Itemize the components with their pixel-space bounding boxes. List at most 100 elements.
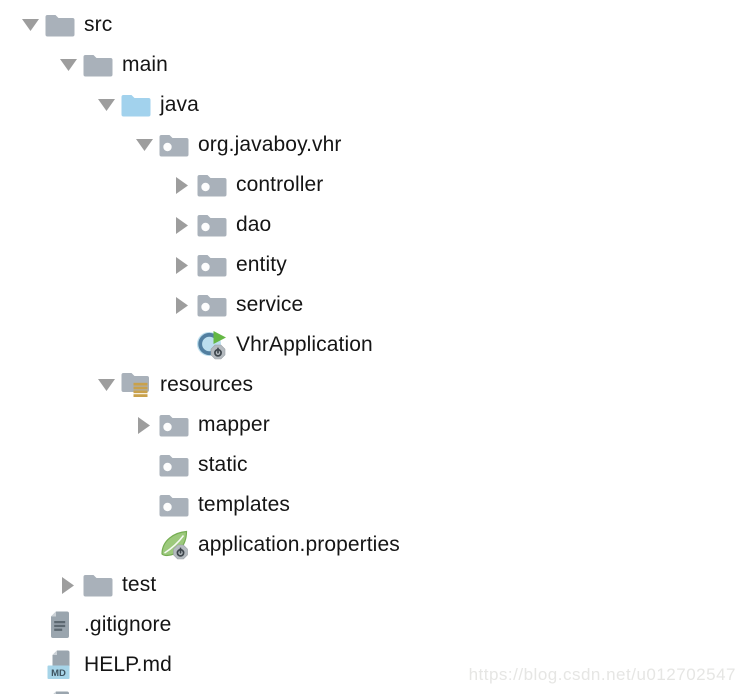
tree-item-help-md[interactable]: MD HELP.md xyxy=(0,645,748,685)
icon-box xyxy=(196,289,228,321)
java-source-folder-icon xyxy=(121,95,151,117)
tree-item-label: static xyxy=(198,453,248,476)
arrow-box[interactable] xyxy=(168,285,196,325)
tree-item-label: templates xyxy=(198,493,290,516)
package-icon xyxy=(159,415,189,437)
tree-item-org-javaboy-vhr[interactable]: org.javaboy.vhr xyxy=(0,125,748,165)
disclosure-expanded-icon[interactable] xyxy=(97,99,115,111)
tree-item-label: java xyxy=(160,93,199,116)
tree-item-resources[interactable]: resources xyxy=(0,365,748,405)
tree-item-label: service xyxy=(236,293,304,316)
icon-box xyxy=(196,209,228,241)
arrow-box[interactable] xyxy=(92,85,120,125)
folder-icon xyxy=(83,55,113,77)
icon-box xyxy=(158,409,190,441)
icon-box xyxy=(82,569,114,601)
icon-box xyxy=(44,609,76,641)
tree-item-java[interactable]: java xyxy=(0,85,748,125)
tree-item-gitignore[interactable]: .gitignore xyxy=(0,605,748,645)
tree-item-label: org.javaboy.vhr xyxy=(198,133,342,156)
tree-item-dao[interactable]: dao xyxy=(0,205,748,245)
tree-item-label: dao xyxy=(236,213,272,236)
tree-item-src[interactable]: src xyxy=(0,5,748,45)
package-icon xyxy=(197,255,227,277)
tree-item-service[interactable]: service xyxy=(0,285,748,325)
text-file-icon xyxy=(51,611,69,638)
disclosure-collapsed-icon[interactable] xyxy=(138,416,150,434)
disclosure-collapsed-icon[interactable] xyxy=(176,256,188,274)
folder-icon xyxy=(45,15,75,37)
icon-box xyxy=(158,449,190,481)
text-file-icon xyxy=(53,691,69,694)
arrow-box xyxy=(16,645,44,685)
icon-box: MD xyxy=(44,649,76,681)
svg-text:MD: MD xyxy=(51,668,66,679)
icon-box xyxy=(196,329,228,361)
tree-item-label: VhrApplication xyxy=(236,333,373,356)
icon-box xyxy=(120,89,152,121)
tree-item-label: .gitignore xyxy=(84,613,172,636)
disclosure-expanded-icon[interactable] xyxy=(59,59,77,71)
tree-item-label: src xyxy=(84,13,113,36)
tree-item-application-properties[interactable]: application.properties xyxy=(0,525,748,565)
tree-item-main[interactable]: main xyxy=(0,45,748,85)
tree-item-label: mapper xyxy=(198,413,270,436)
icon-box xyxy=(44,689,76,694)
arrow-box[interactable] xyxy=(16,5,44,45)
tree-item-label: resources xyxy=(160,373,254,396)
icon-box xyxy=(196,249,228,281)
tree-item-label: entity xyxy=(236,253,287,276)
icon-box xyxy=(158,129,190,161)
tree-item-test[interactable]: test xyxy=(0,565,748,605)
tree-item-mapper[interactable]: mapper xyxy=(0,405,748,445)
arrow-box[interactable] xyxy=(92,365,120,405)
spring-boot-run-icon xyxy=(197,331,226,360)
tree-item-entity[interactable]: entity xyxy=(0,245,748,285)
icon-box xyxy=(158,489,190,521)
disclosure-expanded-icon[interactable] xyxy=(135,139,153,151)
arrow-box[interactable] xyxy=(168,165,196,205)
tree-item-label: test xyxy=(122,573,157,596)
package-icon xyxy=(159,495,189,517)
disclosure-expanded-icon[interactable] xyxy=(21,19,39,31)
arrow-box[interactable] xyxy=(54,565,82,605)
arrow-box[interactable] xyxy=(54,45,82,85)
arrow-box[interactable] xyxy=(168,205,196,245)
arrow-box xyxy=(16,605,44,645)
disclosure-expanded-icon[interactable] xyxy=(97,379,115,391)
tree-item-controller[interactable]: controller xyxy=(0,165,748,205)
icon-box xyxy=(82,49,114,81)
package-icon xyxy=(197,215,227,237)
disclosure-collapsed-icon[interactable] xyxy=(176,176,188,194)
icon-box xyxy=(120,369,152,401)
arrow-box[interactable] xyxy=(130,405,158,445)
package-icon xyxy=(197,295,227,317)
disclosure-collapsed-icon[interactable] xyxy=(176,216,188,234)
arrow-box[interactable] xyxy=(168,245,196,285)
tree-item-vhrapplication[interactable]: VhrApplication xyxy=(0,325,748,365)
arrow-box xyxy=(130,485,158,525)
arrow-box xyxy=(168,325,196,365)
tree-item-templates[interactable]: templates xyxy=(0,485,748,525)
package-icon xyxy=(159,455,189,477)
tree-item-label: application.properties xyxy=(198,533,400,556)
disclosure-collapsed-icon[interactable] xyxy=(176,296,188,314)
spring-leaf-icon xyxy=(161,530,188,560)
icon-box xyxy=(44,9,76,41)
arrow-box xyxy=(130,525,158,565)
watermark: https://blog.csdn.net/u012702547 xyxy=(468,665,736,684)
package-icon xyxy=(197,175,227,197)
icon-box xyxy=(158,529,190,561)
disclosure-collapsed-icon[interactable] xyxy=(62,576,74,594)
tree-item-label: main xyxy=(122,53,168,76)
tree-item-partial[interactable] xyxy=(0,685,748,694)
tree-item-label: HELP.md xyxy=(84,653,172,676)
arrow-box[interactable] xyxy=(130,125,158,165)
folder-icon xyxy=(83,575,113,597)
tree-item-label: controller xyxy=(236,173,324,196)
package-icon xyxy=(159,135,189,157)
resources-folder-icon xyxy=(121,373,149,397)
icon-box xyxy=(196,169,228,201)
tree-item-static[interactable]: static xyxy=(0,445,748,485)
